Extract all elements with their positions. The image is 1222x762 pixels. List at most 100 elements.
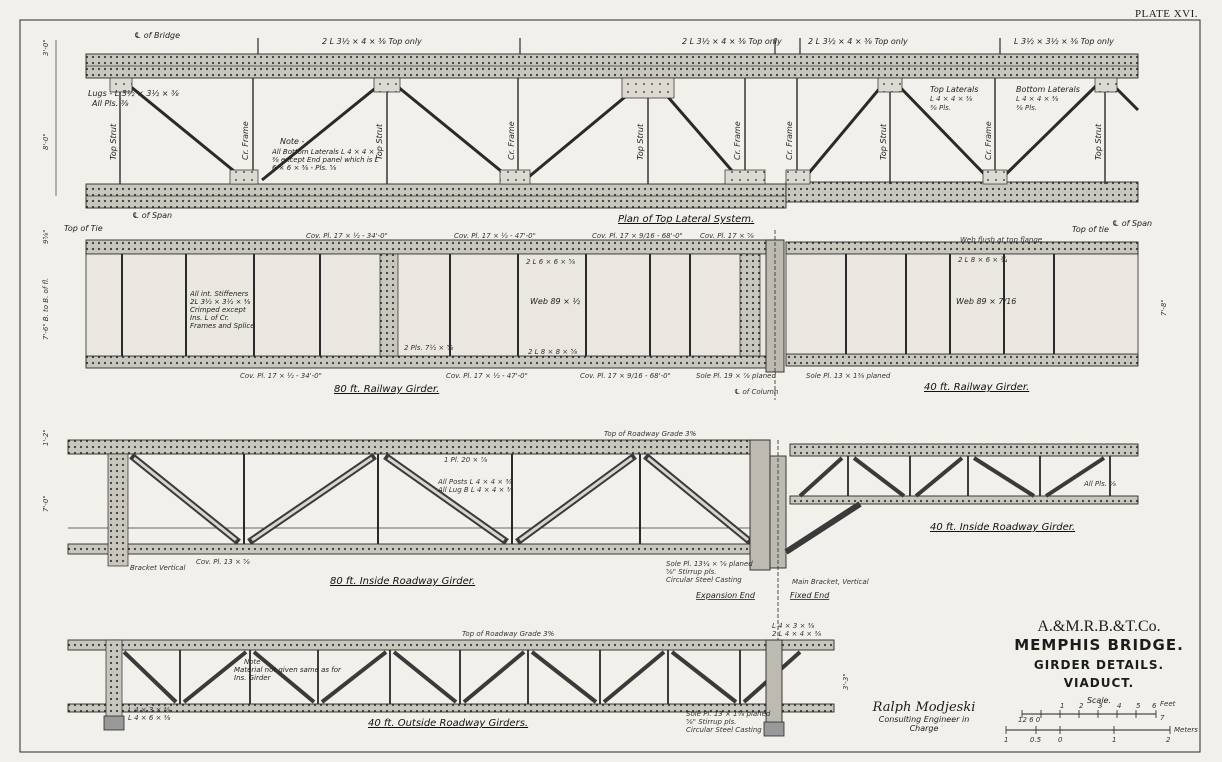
cov-pl-2: Cov. Pl. 17 × ½ - 47'-0"	[454, 232, 536, 240]
outside-right-2: 2 L 4 × 4 × ⅜	[772, 630, 821, 638]
top-of-tie-right-label: Top of tie	[1072, 225, 1109, 234]
outside-top-grade: Top of Roadway Grade 3%	[462, 630, 555, 638]
web-flush-label: Web flush at top flange	[960, 236, 1042, 244]
cov-pl-b2: Cov. Pl. 17 × ½ - 47'-0"	[446, 372, 528, 380]
outside-stirrup-label: ⅝" Stirrup pls.	[686, 718, 736, 726]
feet-tick-5: 5	[1136, 702, 1141, 710]
stirrup-label: ⅝" Stirrup pls.	[666, 568, 716, 576]
top-laterals-pls: ⅜ Pls.	[930, 104, 951, 112]
web-80-label: Web 89 × ½	[530, 297, 580, 306]
dim-3ft: 3'-0"	[42, 39, 50, 56]
feet-tick-1: 1	[1060, 702, 1064, 710]
meter-tick-0: 1	[1004, 736, 1008, 744]
top-laterals-size: L 4 × 4 × ⅜	[930, 95, 973, 103]
scale-label: Scale.	[1086, 696, 1112, 705]
cov-pl-4: Cov. Pl. 17 × ⅝	[700, 232, 754, 240]
flange-label-1: 2 L 6 × 6 × ⅝	[526, 258, 575, 266]
all-pls-label: All Pls. ⅜	[91, 99, 129, 108]
cov-pl-1: Cov. Pl. 17 × ½ - 34'-0"	[306, 232, 388, 240]
stiffeners-note: All int. Stiffeners 2L 3½ × 3½ × ⅜ Crimp…	[190, 290, 255, 330]
top-strut-label-3: Top Strut	[636, 123, 645, 160]
cov-pl-b1: Cov. Pl. 17 × ½ - 34'-0"	[240, 372, 322, 380]
cov-pl-b3: Cov. Pl. 17 × 9/16 - 68'-0"	[580, 372, 671, 380]
railway-girders: Top of Tie ℄ of Span ℄ of Span Top of ti…	[42, 211, 1168, 400]
all-lug-label: All Lug B L 4 × 4 × ⅜	[437, 486, 514, 494]
flange-label-2: 2 L 8 × 8 × ⅝	[528, 348, 577, 356]
cl-span-label: ℄ of Span	[132, 211, 172, 220]
dim-7ft: 7'-0"	[42, 495, 50, 512]
top-strut-label-4: Top Strut	[879, 123, 888, 160]
top-grade-label: Top of Roadway Grade 3%	[604, 430, 697, 438]
note-body: All Bottom Laterals L 4 × 4 × ⅜ except E…	[272, 148, 379, 172]
top-laterals-label: Top Laterals	[930, 85, 978, 94]
outside-caption: 40 ft. Outside Roadway Girders.	[368, 718, 528, 729]
all-pls-label-2: All Pls. ⅝	[1083, 480, 1116, 488]
dim-96: 9⅝"	[42, 230, 50, 244]
web-40-label: Web 89 × 7/16	[956, 297, 1016, 306]
cov-pl-3: Cov. Pl. 17 × 9/16 - 68'-0"	[592, 232, 683, 240]
top-strut-label: Top Strut	[109, 123, 118, 160]
outside-roadway-girders: Top of Roadway Grade 3% Note - Material …	[67, 622, 850, 737]
outside-left-1: L 4 × 3 × ⅜	[128, 706, 171, 714]
pl-20-label: 1 Pl. 20 × ⅞	[444, 456, 488, 464]
cr-frame-label-3: Cr. Frame	[733, 121, 742, 160]
cov-pl-label: Cov. Pl. 13 × ⅝	[196, 558, 250, 566]
plate-border	[19, 19, 1201, 753]
note-title: Note -	[280, 137, 304, 146]
top-strut-label-2: Top Strut	[375, 123, 384, 160]
feet-tick-4: 4	[1117, 702, 1121, 710]
sole-pl-label-2: Sole Pl. 13 × 1⅜ planed	[806, 372, 891, 380]
feet-tick-0: 12 6 0	[1018, 716, 1041, 724]
outside-sole-label: Sole Pl. 13 × 1⅜ planed	[686, 710, 771, 718]
top-only-label-4: L 3½ × 3½ × ⅜ Top only	[1014, 37, 1114, 46]
cl-span-right-label: ℄ of Span	[1112, 219, 1152, 228]
fixed-end-label: Fixed End	[790, 591, 830, 600]
top-only-label-1: 2 L 3½ × 4 × ⅜ Top only	[322, 37, 422, 46]
top-of-tie-label: Top of Tie	[64, 224, 103, 233]
meter-tick-2: 0	[1058, 736, 1063, 744]
dim-8ft: 8'-0"	[42, 133, 50, 150]
lugs-label: Lugs - L 3½ × 3½ × ⅜	[88, 89, 179, 98]
expansion-end-label: Expansion End	[696, 591, 756, 600]
top-only-label-3: 2 L 3½ × 4 × ⅜ Top only	[808, 37, 908, 46]
railway-80-caption: 80 ft. Railway Girder.	[334, 384, 439, 395]
cr-frame-label-2: Cr. Frame	[507, 121, 516, 160]
inside-40-caption: 40 ft. Inside Roadway Girder.	[930, 522, 1075, 533]
outside-right-1: L 4 × 3 × ⅜	[772, 622, 815, 630]
feet-label: Feet	[1160, 700, 1176, 708]
inside-80-caption: 80 ft. Inside Roadway Girder.	[330, 576, 475, 587]
cl-bridge-label: ℄ of Bridge	[134, 31, 180, 40]
bridge-name: MEMPHIS BRIDGE.	[1014, 636, 1184, 654]
outside-note-body: Material not given same as for Ins. Gird…	[234, 666, 341, 682]
plate-number: PLATE XVI.	[1134, 8, 1198, 20]
sole-pl-label: Sole Pl. 19 × ⅞ planed	[696, 372, 776, 380]
feet-tick-7: 7	[1160, 714, 1165, 722]
top-only-label-2: 2 L 3½ × 4 × ⅜ Top only	[682, 37, 782, 46]
pl-fill-label: 2 Pls. 7½ × ⅝	[404, 344, 453, 352]
outside-note-title: Note -	[244, 658, 266, 666]
meter-tick-1: 0.5	[1030, 736, 1042, 744]
cl-column-label: ℄ of Column	[734, 388, 778, 396]
bottom-laterals-label: Bottom Laterals	[1016, 85, 1080, 94]
railway-40-caption: 40 ft. Railway Girder.	[924, 382, 1029, 393]
bottom-laterals-size: L 4 × 4 × ⅜	[1016, 95, 1059, 103]
bottom-laterals-pls: ⅜ Pls.	[1016, 104, 1037, 112]
dim-78: 7'-8"	[1160, 299, 1168, 316]
feet-tick-6: 6	[1152, 702, 1157, 710]
outside-casting-label: Circular Steel Casting	[686, 726, 762, 734]
company-name: A.&M.R.B.&T.Co.	[1037, 618, 1161, 635]
scale-bar: 12 6 0 1 2 3 4 5 6 7 Feet 1 0.5 0 1 2 Me…	[1004, 700, 1198, 744]
feet-tick-2: 2	[1079, 702, 1084, 710]
plan-caption: Plan of Top Lateral System.	[618, 214, 754, 225]
engineer-signature: Ralph Modjeski	[872, 700, 976, 715]
all-posts-label: All Posts L 4 × 4 × ⅜	[437, 478, 512, 486]
signature-block: Ralph Modjeski Consulting Engineer in Ch…	[864, 700, 984, 733]
dim-depth: 7'-6" B. to B. of fl.	[42, 278, 50, 340]
feet-tick-3: 3	[1098, 702, 1102, 710]
top-strut-label-5: Top Strut	[1094, 123, 1103, 160]
flange-label-3: 2 L 8 × 6 × ¾	[958, 256, 1007, 264]
title-block: A.&M.R.B.&T.Co. MEMPHIS BRIDGE. GIRDER D…	[1004, 618, 1194, 705]
drawing-subtitle-2: VIADUCT.	[1063, 676, 1135, 690]
engineer-title: Consulting Engineer in Charge	[878, 715, 970, 733]
